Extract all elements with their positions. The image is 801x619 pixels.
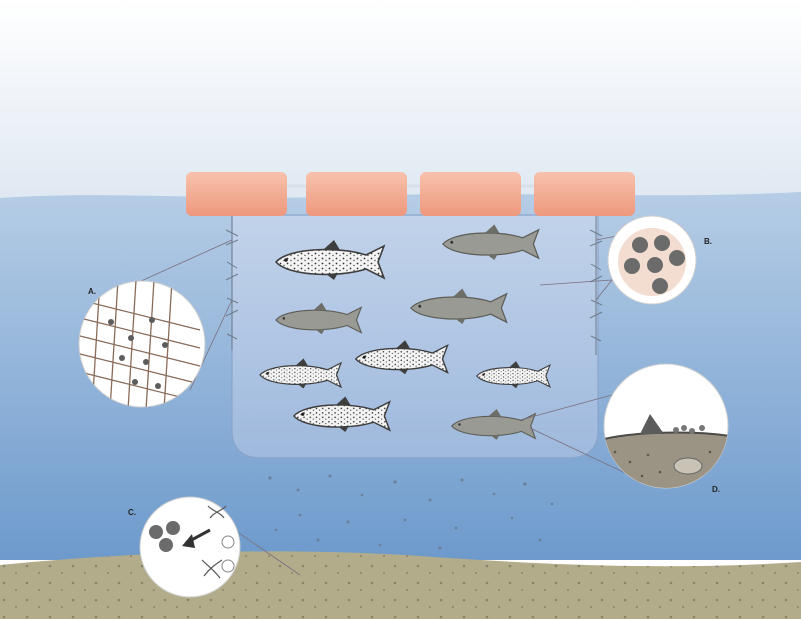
float — [306, 172, 407, 216]
seabed-sediment-dots — [0, 551, 801, 619]
float — [534, 172, 635, 216]
sky — [0, 0, 801, 200]
label-d: D. — [712, 485, 720, 494]
label-c: C. — [128, 508, 136, 517]
label-a: A. — [88, 287, 96, 296]
float — [186, 172, 287, 216]
label-b: B. — [704, 237, 712, 246]
net-cage — [232, 215, 598, 458]
float — [420, 172, 521, 216]
